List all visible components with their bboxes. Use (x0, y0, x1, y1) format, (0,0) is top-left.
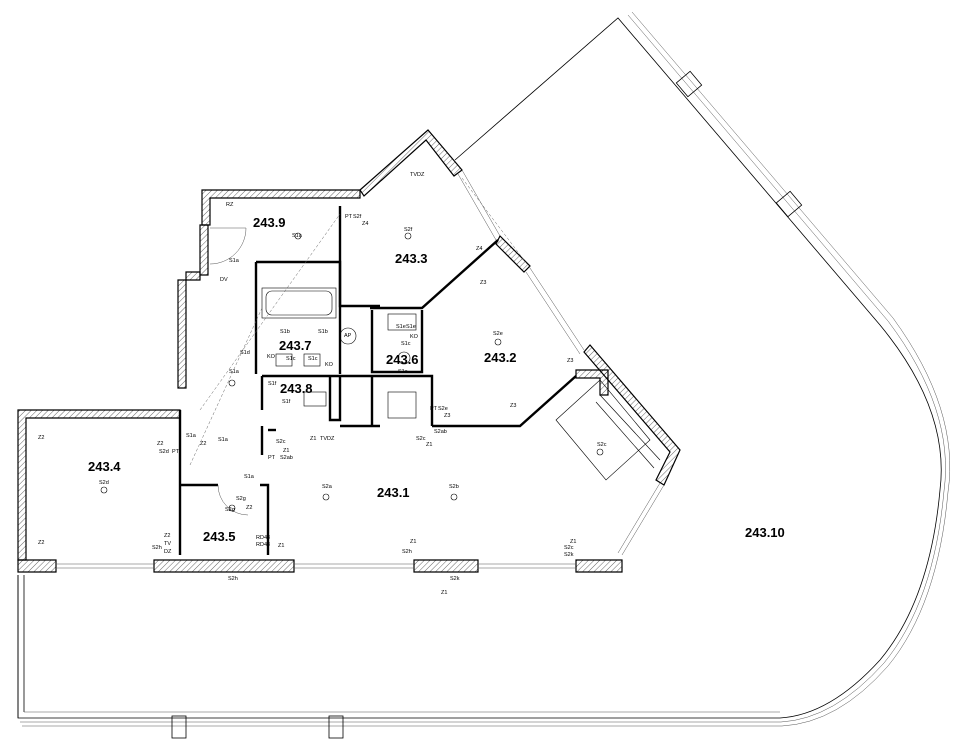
guide-lines (189, 177, 531, 466)
room-label-243-7: 243.7 (279, 338, 312, 353)
room-label-243-5: 243.5 (203, 529, 236, 544)
tag-s2ab: S2ab (434, 429, 447, 435)
tag-s1a-4: S1a (186, 433, 197, 439)
tag-z1: Z1 (310, 436, 316, 442)
sensor-symbols (100, 232, 604, 512)
tag-pt: PT (345, 214, 353, 220)
tag-s1a: S1a (292, 233, 303, 239)
tag-rd43: RD43 (256, 535, 270, 541)
tag-s1c-3: S1c (308, 356, 318, 362)
tag-z3-4: Z3 (510, 403, 516, 409)
tag-s2c-4: S2c (564, 545, 574, 551)
tag-rz: RZ (226, 202, 234, 208)
tag-z2-6: Z2 (38, 540, 44, 546)
tag-s2d: S2d (159, 449, 169, 455)
tag-rd43-2: RD43 (256, 542, 270, 548)
tag-z2-3: Z2 (200, 441, 206, 447)
room-label-243-1: 243.1 (377, 485, 410, 500)
tag-z2-4: Z2 (246, 505, 252, 511)
tag-ko-3: KO (325, 362, 334, 368)
tag-s1c-4: S1c (398, 369, 408, 375)
tag-s2h: S2h (152, 545, 162, 551)
tag-z1-6: Z1 (570, 539, 576, 545)
room-label-243-4: 243.4 (88, 459, 121, 474)
tag-s2c-3: S2c (597, 442, 607, 448)
tag-s1b: S1b (280, 329, 290, 335)
tag-s2g-2: S2g (225, 507, 235, 513)
tag-s1b-2: S1b (318, 329, 328, 335)
tag-s1f-2: S1f (282, 399, 291, 405)
annotation-tags: RZ PT S2f S1a Z4 S2f TVDZ S1a DV Z4 Z3 S… (38, 172, 607, 596)
tag-s2e-2: S2e (438, 406, 448, 412)
tag-z2-5: Z2 (164, 533, 170, 539)
tag-s2c: S2c (276, 439, 286, 445)
tag-z1-5: Z1 (410, 539, 416, 545)
room-label-243-8: 243.8 (280, 381, 313, 396)
tag-z1-4: Z1 (278, 543, 284, 549)
room-labels: 243.9 243.3 243.7 243.6 243.2 243.8 243.… (88, 215, 785, 544)
tag-s2a: S2a (322, 484, 333, 490)
tag-z4-2: Z4 (476, 246, 482, 252)
room-label-243-10: 243.10 (745, 525, 785, 540)
tag-s1e: S1e (396, 324, 406, 330)
tag-ko: KO (410, 334, 419, 340)
tag-tvdz: TVDZ (410, 172, 425, 178)
tag-s2g: S2g (236, 496, 246, 502)
tag-tvdz-2: TVDZ (320, 436, 335, 442)
tag-z3-2: Z3 (567, 358, 573, 364)
tag-pt-3: PT (172, 449, 180, 455)
fixtures (261, 287, 661, 481)
terrace-boundary (17, 11, 951, 739)
tag-s1d: S1d (240, 350, 250, 356)
room-label-243-6: 243.6 (386, 352, 419, 367)
room-label-243-2: 243.2 (484, 350, 517, 365)
tag-s2k: S2k (564, 552, 574, 558)
tag-ap: AP (344, 333, 352, 339)
tag-s1c-2: S1c (286, 356, 296, 362)
tag-dv: DV (220, 277, 228, 283)
tag-s2d-2: S2d (99, 480, 109, 486)
tag-s1a-5: S1a (218, 437, 229, 443)
tag-s2b: S2b (449, 484, 459, 490)
tag-s2h-3: S2h (228, 576, 238, 582)
tag-s2e: S2e (493, 331, 503, 337)
tag-z1-2: Z1 (426, 442, 432, 448)
tag-z3: Z3 (480, 280, 486, 286)
tag-z2-2: Z2 (157, 441, 163, 447)
door-swings (209, 227, 249, 516)
tag-z1-3: Z1 (283, 448, 289, 454)
tag-s1a-6: S1a (244, 474, 255, 480)
tag-s2c-2: S2c (416, 436, 426, 442)
tag-dz: DZ (164, 549, 172, 555)
tag-z4: Z4 (362, 221, 368, 227)
tag-pt-2: PT (430, 406, 438, 412)
tag-s1c: S1c (401, 341, 411, 347)
tag-z2: Z2 (38, 435, 44, 441)
tag-s1a-2: S1a (229, 258, 240, 264)
tag-z3-3: Z3 (444, 413, 450, 419)
windows (56, 169, 665, 569)
tag-pt-4: PT (268, 455, 276, 461)
exterior-walls (17, 129, 681, 573)
tag-ko-2: KO (267, 354, 276, 360)
tag-s1a-3: S1a (229, 369, 240, 375)
tag-s2ab-2: S2ab (280, 455, 293, 461)
room-label-243-9: 243.9 (253, 215, 286, 230)
tag-s1f: S1f (268, 381, 277, 387)
tag-s1e-2: S1e (406, 324, 416, 330)
tag-s2f-2: S2f (404, 227, 413, 233)
room-label-243-3: 243.3 (395, 251, 428, 266)
tag-s2k-2: S2k (450, 576, 460, 582)
tag-tv: TV (164, 541, 171, 547)
tag-s2f: S2f (353, 214, 362, 220)
tag-z1-7: Z1 (441, 590, 447, 596)
tag-s2h-2: S2h (402, 549, 412, 555)
